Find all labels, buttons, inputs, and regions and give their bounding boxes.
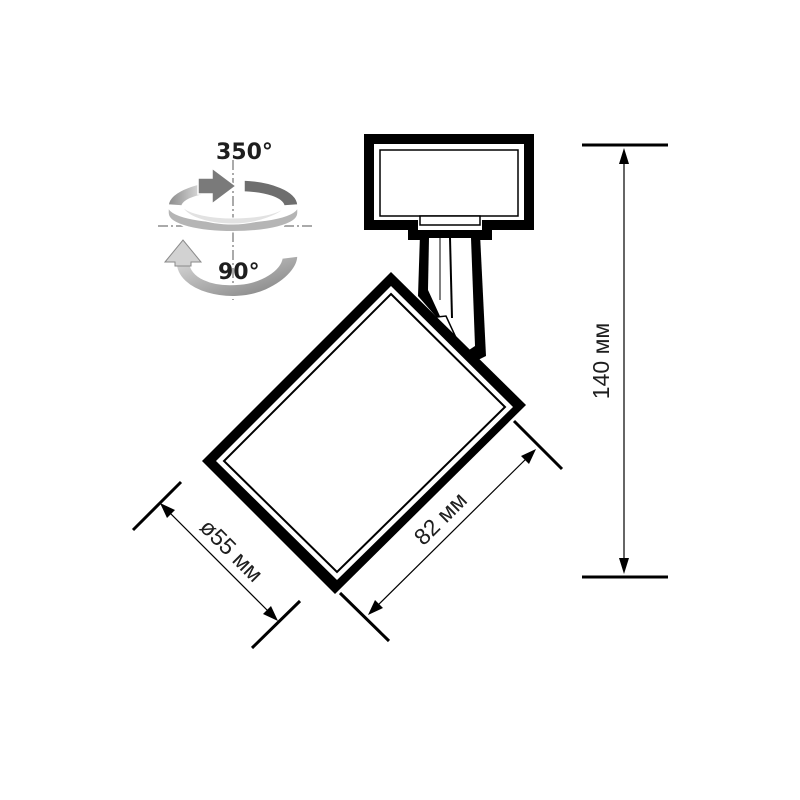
horizontal-rotation-angle-label: 350° <box>216 140 273 165</box>
track-adapter <box>364 134 534 240</box>
height-arrow-bottom-icon <box>619 558 629 574</box>
diameter-dimension-line <box>163 506 275 618</box>
horizontal-rotation-arrow-icon <box>167 166 299 233</box>
height-dimension: 140 мм <box>582 143 668 579</box>
vertical-rotation-arrow-icon <box>163 239 299 298</box>
diameter-arrow-icon-a <box>160 503 175 518</box>
vertical-rotation-angle-label: 90° <box>218 260 260 285</box>
diameter-dimension-label: ø55 мм <box>195 514 268 587</box>
lamp-body <box>202 272 526 594</box>
diameter-extension-line-bottom <box>250 599 302 650</box>
track-light-fixture <box>202 134 534 594</box>
length-extension-line-left <box>338 591 391 643</box>
fixture-stem <box>418 234 486 360</box>
rotation-icon: 350° 90° <box>158 140 312 300</box>
diameter-extension-line-top <box>131 480 183 532</box>
height-arrow-top-icon <box>619 148 629 164</box>
length-extension-line-right <box>512 419 564 471</box>
diameter-arrow-icon-b <box>263 606 278 621</box>
length-arrow-icon-b <box>368 600 383 615</box>
height-dimension-label: 140 мм <box>588 323 614 399</box>
length-dimension-line <box>370 451 534 613</box>
length-arrow-icon-a <box>521 449 536 464</box>
